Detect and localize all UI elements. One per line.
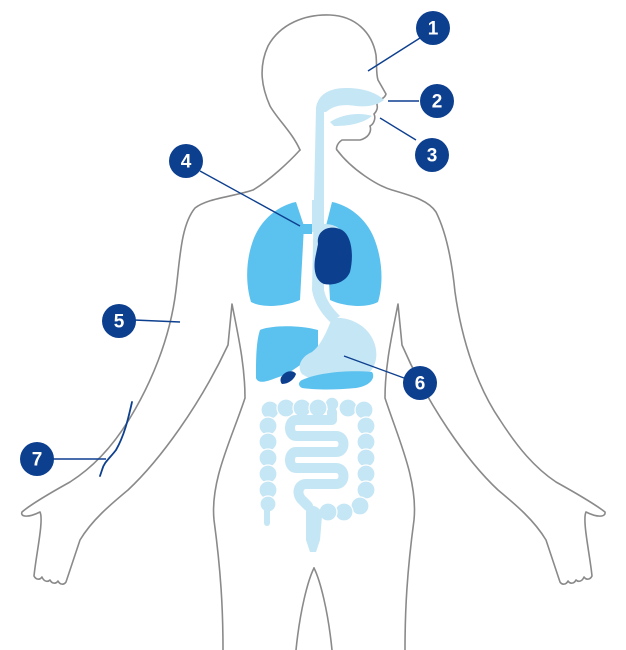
forearm-vein	[99, 401, 133, 477]
leader-line-6	[343, 355, 405, 379]
appendix	[264, 508, 270, 526]
marker-1-label: 1	[428, 19, 439, 40]
marker-3[interactable]: 3	[415, 138, 449, 172]
marker-1[interactable]: 1	[416, 11, 450, 45]
marker-4[interactable]: 4	[169, 144, 203, 178]
marker-5[interactable]: 5	[102, 304, 136, 338]
pancreas	[299, 371, 374, 390]
gallbladder	[280, 371, 296, 384]
leg-inner-left	[295, 567, 315, 650]
leader-lines	[52, 37, 421, 460]
marker-6[interactable]: 6	[403, 366, 437, 400]
nasal-cavity	[316, 88, 384, 112]
bronchus	[298, 224, 312, 234]
leader-line-5	[133, 319, 181, 323]
rectum	[306, 505, 322, 552]
marker-7[interactable]: 7	[20, 442, 54, 476]
body-outline-right	[336, 149, 606, 650]
lung-left	[247, 202, 304, 306]
small-intestine-gaps	[296, 427, 334, 477]
marker-3-label: 3	[427, 146, 438, 167]
leader-line-1	[367, 37, 421, 72]
head-outline	[261, 14, 387, 151]
marker-2-label: 2	[432, 92, 443, 113]
marker-5-label: 5	[114, 312, 125, 333]
leader-line-4	[199, 170, 301, 227]
marker-2[interactable]: 2	[420, 84, 454, 118]
heart	[314, 227, 352, 285]
trachea	[312, 200, 344, 236]
leg-inner-right	[313, 567, 333, 650]
oral-cavity	[330, 114, 372, 126]
marker-6-label: 6	[415, 374, 426, 395]
marker-7-label: 7	[32, 450, 43, 471]
small-intestine	[285, 407, 349, 511]
large-intestine	[258, 398, 376, 522]
leader-line-3	[379, 117, 417, 141]
marker-4-label: 4	[181, 152, 192, 173]
body-outline	[20, 149, 301, 650]
stomach	[299, 317, 377, 383]
liver	[256, 326, 318, 382]
